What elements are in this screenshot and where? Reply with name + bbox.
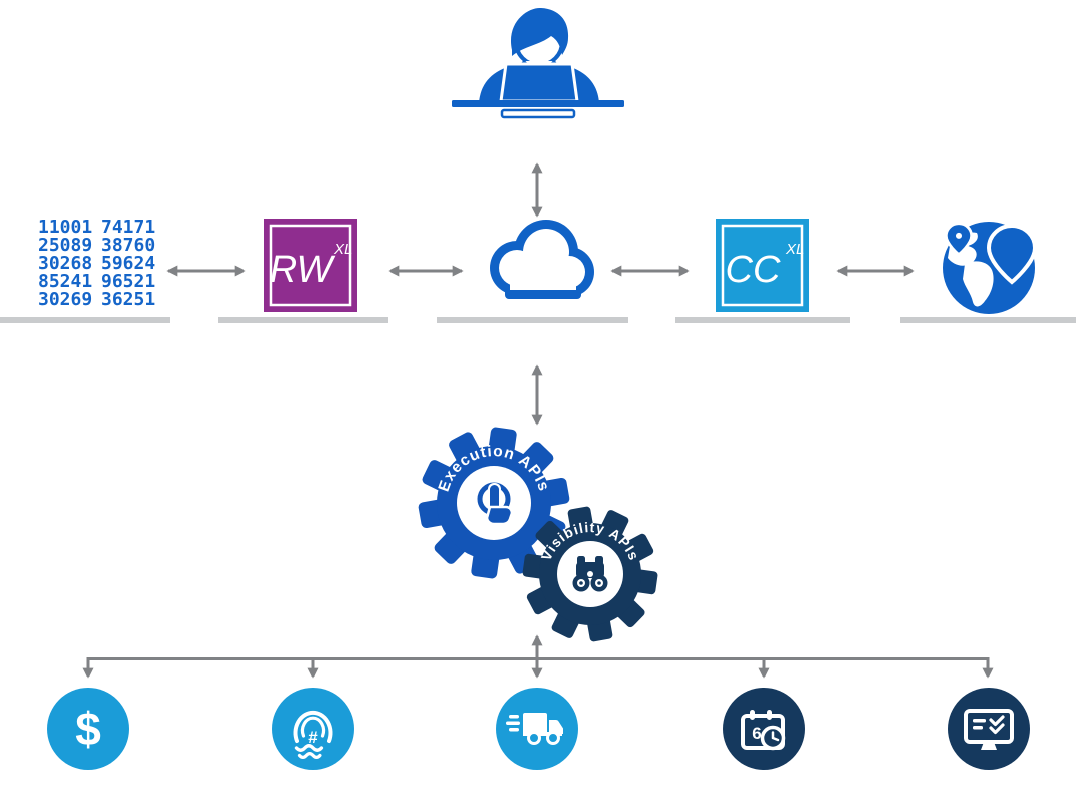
rwxl-label: RW [270,249,336,291]
tap-icon [477,482,514,526]
delivery-endpoint [496,688,578,770]
execution-apis-gear: Execution APIs [418,427,570,579]
laptop-screen [499,62,579,103]
feed-cell: 11001 [38,217,92,238]
calendar-clock-icon: 6 [741,710,786,751]
platform-baselines [0,317,1076,323]
binoculars-icon [572,556,608,592]
ccxl-node: CC XL [716,219,809,312]
tracking-number-icon [293,710,333,759]
calendar-digit: 6 [752,724,761,743]
tracking-number-endpoint: # [272,688,354,770]
scheduling-endpoint: 6 [723,688,805,770]
dollar-icon: $ [75,703,101,755]
billing-endpoint: $ [47,688,129,770]
keyboard [500,108,576,119]
ccxl-label: CC [726,249,781,291]
feed-cell: 30268 [38,253,92,274]
rwxl-node: RW XL [264,219,357,312]
delivery-truck-icon [506,713,563,745]
cloud-icon [490,220,594,299]
feed-cell: 36251 [101,289,155,310]
monitor-checklist-icon [964,709,1014,750]
feed-cell: 85241 [38,271,92,292]
order-numbers-feed: 11001 74171 25089 38760 30268 59624 8524… [38,217,155,310]
desk [452,100,624,107]
rwxl-superscript: XL [333,241,352,258]
monitoring-endpoint [948,688,1030,770]
user-at-laptop-icon [452,7,624,119]
feed-cell: 74171 [101,217,155,238]
feed-cell: 25089 [38,235,92,256]
globe-locations-icon [943,222,1038,314]
hair [510,7,569,56]
distribution-lines [82,634,994,679]
feed-cell: 30269 [38,289,92,310]
small-location-pin-icon [944,222,974,257]
feed-cell: 59624 [101,253,155,274]
ccxl-superscript: XL [785,241,804,258]
feed-cell: 38760 [101,235,155,256]
visibility-apis-gear: Visibility APIs [522,506,658,642]
hash-glyph: # [308,728,318,747]
feed-cell: 96521 [101,271,155,292]
large-location-pin-icon [986,223,1038,285]
